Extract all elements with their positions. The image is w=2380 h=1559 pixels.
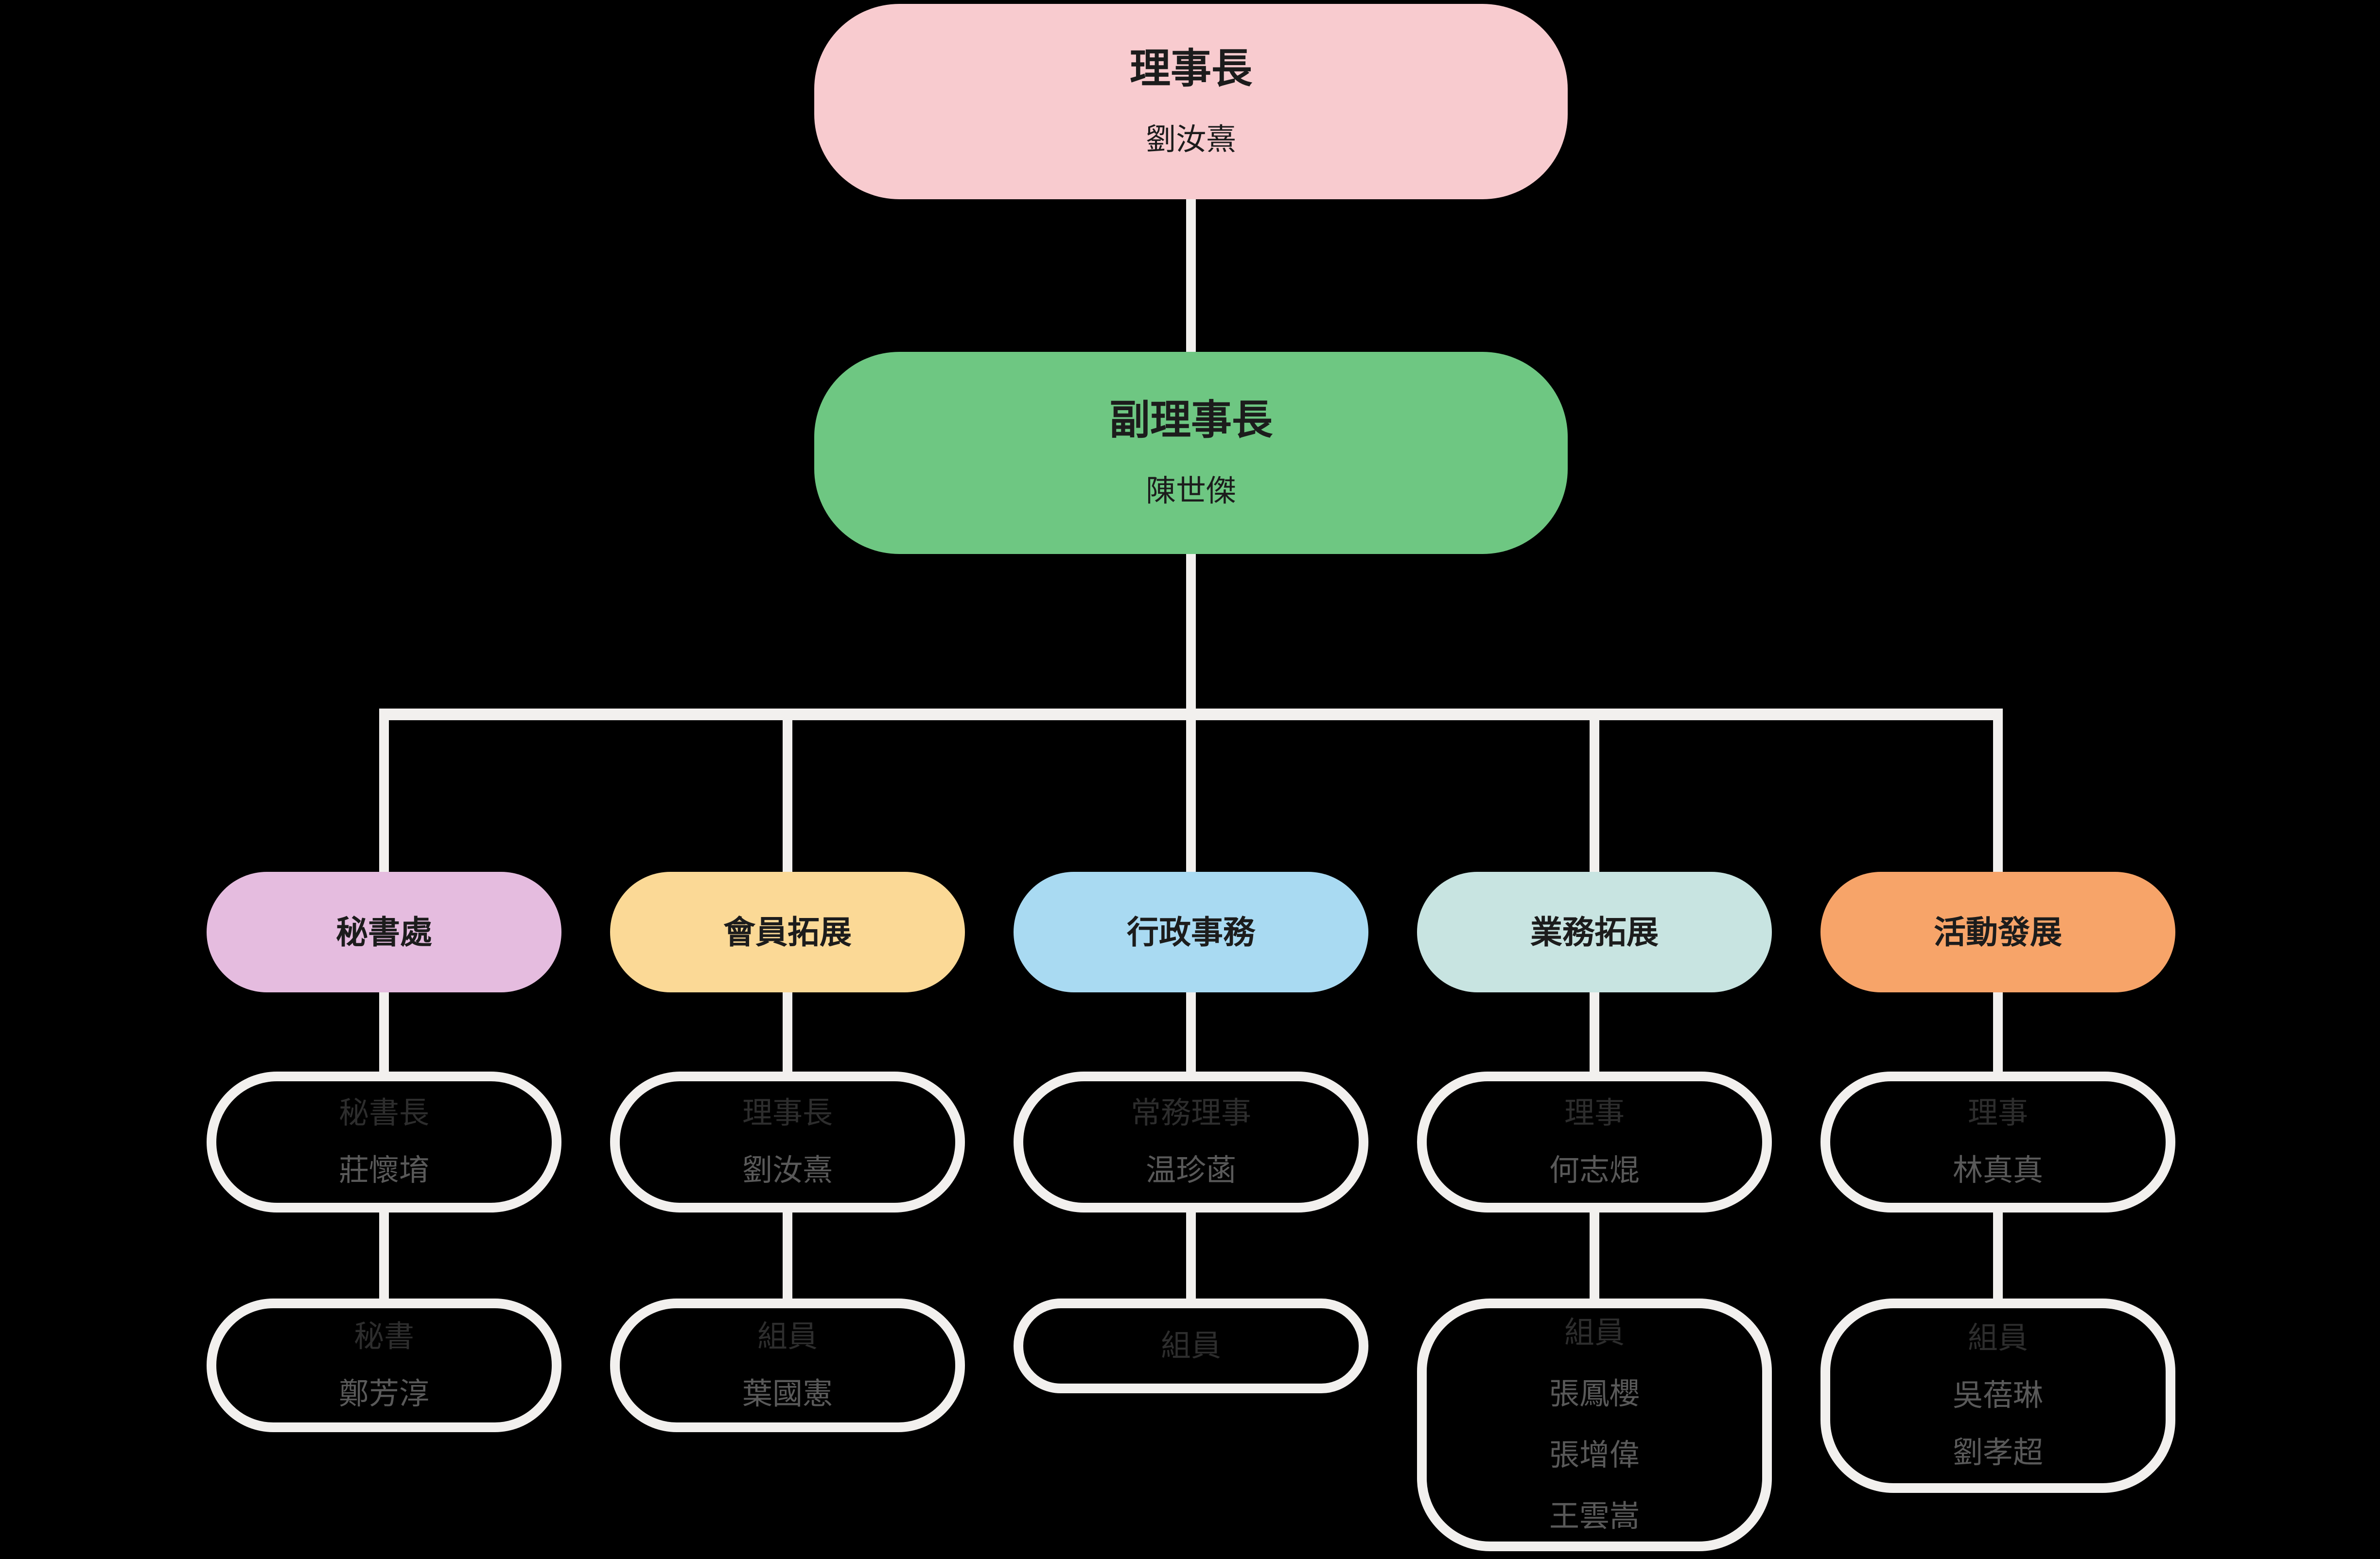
- person-name: 温珍菡: [1145, 1154, 1236, 1187]
- node-name: 劉汝熹: [1145, 123, 1236, 156]
- connector-lead-members-2: [783, 1212, 792, 1300]
- person-name: 張鳳櫻: [1549, 1377, 1640, 1411]
- person-name: 張增偉: [1549, 1438, 1640, 1472]
- connector-lead-members-1: [379, 1212, 389, 1300]
- lead-node: 常務理事 温珍菡: [1014, 1072, 1368, 1213]
- person-name: 葉國憲: [742, 1377, 833, 1411]
- connector-drop-3: [1186, 719, 1196, 873]
- members-node: 組員: [1014, 1299, 1368, 1393]
- members-node: 組員 張鳳櫻 張增偉 王雲嵩: [1417, 1299, 1772, 1551]
- connector-drop-4: [1590, 719, 1599, 873]
- connector-drop-1: [379, 719, 389, 873]
- department-label: 會員拓展: [723, 914, 852, 950]
- person-name: 何志焜: [1549, 1154, 1640, 1187]
- role-title: 秘書長: [338, 1096, 429, 1130]
- person-name: 王雲嵩: [1549, 1500, 1640, 1533]
- department-label: 活動發展: [1934, 914, 2062, 950]
- department-node-activities: 活動發展: [1820, 872, 2175, 992]
- connector-chairman-vice: [1186, 198, 1196, 353]
- connector-dept-lead-1: [379, 991, 389, 1073]
- connector-lead-members-5: [1993, 1212, 2003, 1300]
- role-title: 理事: [1564, 1096, 1625, 1130]
- person-name: 吳蓓琳: [1952, 1379, 2043, 1412]
- connector-drop-5: [1993, 719, 2003, 873]
- department-label: 業務拓展: [1530, 914, 1659, 950]
- role-title: 理事長: [742, 1096, 833, 1130]
- role-title: 組員: [1564, 1316, 1625, 1350]
- chairman-node: 理事長 劉汝熹: [814, 4, 1568, 199]
- person-name: 林真真: [1952, 1154, 2043, 1187]
- role-title: 組員: [1967, 1321, 2028, 1355]
- lead-node: 秘書長 莊懷堉: [207, 1072, 561, 1213]
- node-title: 理事長: [1129, 46, 1252, 91]
- trunk-line: [379, 709, 2003, 720]
- role-title: 組員: [757, 1319, 818, 1353]
- members-node: 組員 吳蓓琳 劉孝超: [1820, 1299, 2175, 1493]
- person-name: 劉孝超: [1952, 1436, 2043, 1470]
- node-title: 副理事長: [1109, 397, 1273, 443]
- role-title: 常務理事: [1130, 1096, 1251, 1130]
- lead-node: 理事 林真真: [1820, 1072, 2175, 1213]
- person-name: 莊懷堉: [338, 1154, 429, 1187]
- members-node: 秘書 鄭芳淳: [207, 1299, 561, 1432]
- department-node-business: 業務拓展: [1417, 872, 1772, 992]
- role-title: 組員: [1160, 1329, 1221, 1363]
- role-title: 秘書: [353, 1319, 414, 1353]
- connector-dept-lead-3: [1186, 991, 1196, 1073]
- department-label: 行政事務: [1127, 914, 1255, 950]
- lead-node: 理事 何志焜: [1417, 1072, 1772, 1213]
- role-title: 理事: [1967, 1096, 2028, 1130]
- department-node-secretariat: 秘書處: [207, 872, 561, 992]
- vice-chairman-node: 副理事長 陳世傑: [814, 352, 1568, 554]
- connector-lead-members-3: [1186, 1212, 1196, 1300]
- connector-dept-lead-4: [1590, 991, 1599, 1073]
- connector-drop-2: [783, 719, 792, 873]
- connector-vice-trunk: [1186, 553, 1196, 710]
- department-label: 秘書處: [336, 914, 432, 950]
- node-name: 陳世傑: [1145, 474, 1236, 508]
- connector-dept-lead-2: [783, 991, 792, 1073]
- department-node-administration: 行政事務: [1014, 872, 1368, 992]
- person-name: 劉汝熹: [742, 1154, 833, 1187]
- members-node: 組員 葉國憲: [610, 1299, 965, 1432]
- person-name: 鄭芳淳: [338, 1377, 429, 1411]
- department-node-membership: 會員拓展: [610, 872, 965, 992]
- lead-node: 理事長 劉汝熹: [610, 1072, 965, 1213]
- connector-dept-lead-5: [1993, 991, 2003, 1073]
- connector-lead-members-4: [1590, 1212, 1599, 1300]
